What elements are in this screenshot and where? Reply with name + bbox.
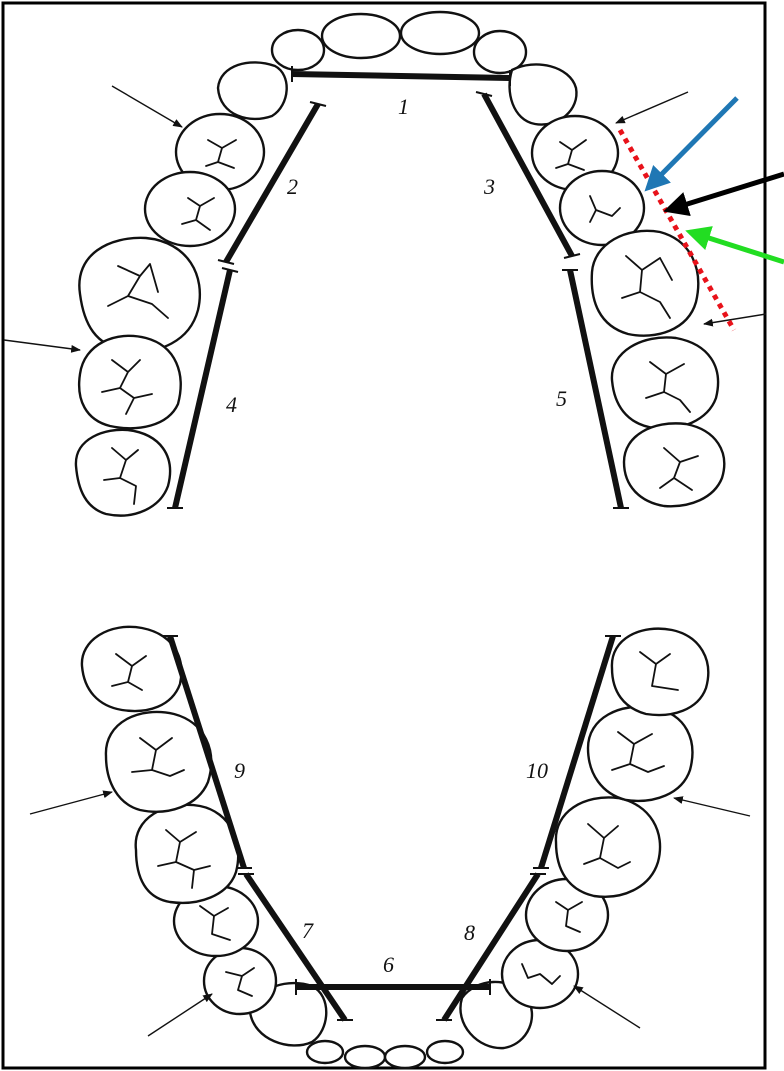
tooth-upper-canine-right [218, 62, 287, 119]
upper-dental-arch [4, 12, 766, 516]
black-arrow-icon [668, 174, 784, 210]
segment-label-4: 4 [226, 392, 237, 417]
lower-dental-arch [30, 627, 750, 1068]
tooth-lower-32 [345, 1046, 385, 1068]
tooth-upper-12 [322, 14, 400, 58]
tooth-lower-31 [307, 1041, 343, 1063]
tooth-lower-molar-r2 [106, 712, 211, 812]
tooth-lower-42 [427, 1041, 463, 1063]
contact-arrow-lower-right-premolar [148, 994, 212, 1036]
segment-1-line [292, 66, 510, 86]
segment-label-10: 10 [526, 758, 548, 783]
contact-arrow-upper-left [616, 92, 688, 123]
tooth-upper-molar-r3 [76, 430, 170, 516]
segment-label-9: 9 [234, 758, 245, 783]
tooth-upper-molar-r2 [79, 336, 181, 428]
contact-arrow-lower-right-molar [30, 792, 112, 814]
tooth-lower-molar-r1 [136, 805, 239, 903]
contact-arrow-upper-right-molar [4, 340, 80, 350]
tooth-lower-molar-l1 [556, 797, 660, 896]
tooth-lower-molar-r3 [82, 627, 181, 711]
tooth-upper-molar-l1 [592, 231, 698, 336]
green-arrow-icon [690, 232, 784, 262]
tooth-upper-molar-r1 [79, 238, 200, 351]
segment-label-2: 2 [287, 174, 298, 199]
segment-label-7: 7 [302, 918, 314, 943]
segment-label-3: 3 [483, 174, 495, 199]
tooth-upper-molar-l3 [624, 423, 724, 506]
tooth-lower-molar-l3 [612, 629, 708, 715]
tooth-upper-premolar-r2 [145, 172, 235, 246]
contact-arrow-upper-right [112, 86, 182, 127]
segment-label-5: 5 [556, 386, 567, 411]
blue-arrow-icon [648, 98, 737, 188]
tooth-lower-molar-l2 [588, 707, 692, 801]
tooth-upper-13 [401, 12, 479, 54]
tooth-lower-41 [385, 1046, 425, 1068]
segment-label-1: 1 [398, 94, 409, 119]
tooth-upper-11 [272, 30, 324, 70]
figure-frame [3, 3, 765, 1068]
contact-arrow-lower-left-molar [674, 798, 750, 816]
tooth-lower-premolar-r1 [204, 948, 276, 1014]
segment-label-8: 8 [464, 920, 475, 945]
tooth-upper-molar-l2 [612, 337, 718, 428]
contact-arrow-lower-left-premolar [574, 986, 640, 1028]
contact-arrow-upper-left-molar [704, 314, 766, 324]
segment-label-6: 6 [383, 952, 394, 977]
